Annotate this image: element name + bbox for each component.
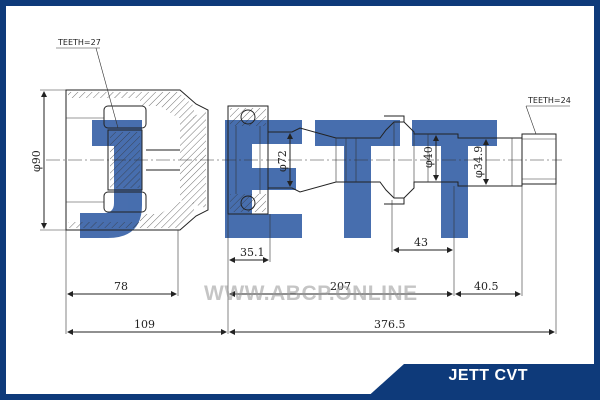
teeth-right-label: TEETH=24 xyxy=(527,96,571,105)
dia-40-label: φ40 xyxy=(422,146,435,168)
teeth-right-leader xyxy=(525,105,537,135)
watermark-url: WWW.ABCP.ONLINE xyxy=(204,282,418,305)
dia-90-label: φ90 xyxy=(30,150,43,172)
dim-43: 43 xyxy=(414,236,428,249)
dim-35-1: 35.1 xyxy=(240,246,265,259)
watermark-letter-t2 xyxy=(412,120,497,238)
dim-78: 78 xyxy=(114,280,128,293)
dim-376-5: 376.5 xyxy=(374,318,406,331)
teeth-left-leader xyxy=(95,47,119,129)
dia-72-label: φ72 xyxy=(276,150,289,172)
dia-34-9-label: φ34.9 xyxy=(472,146,485,178)
dim-207: 207 xyxy=(330,280,351,293)
dim-40-5: 40.5 xyxy=(474,280,499,293)
housing xyxy=(65,89,209,231)
dim-109: 109 xyxy=(134,318,155,331)
cv-joint-drawing: TEETH=27 TEETH=24 φ90 φ72 φ40 φ34.9 35.1… xyxy=(30,38,571,335)
brand-bar xyxy=(364,364,600,400)
brand-label: JETT CVT xyxy=(448,367,528,384)
watermark-letter-t1 xyxy=(315,120,400,238)
teeth-left-label: TEETH=27 xyxy=(57,38,101,47)
